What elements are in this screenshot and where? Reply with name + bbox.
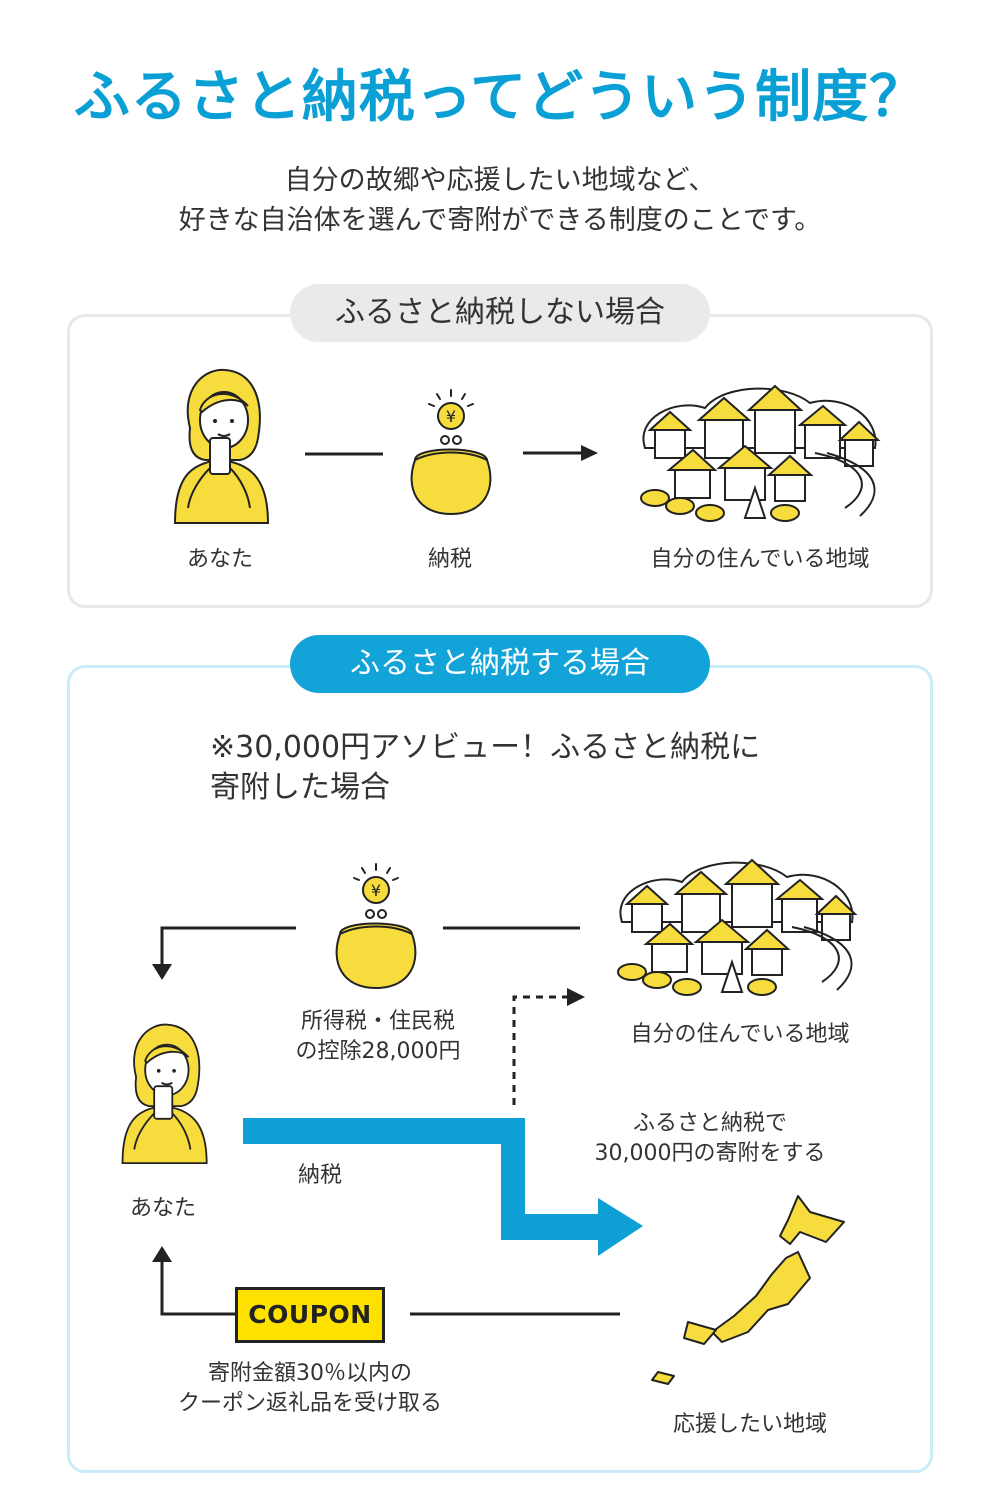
purse-icon: ¥	[335, 863, 417, 990]
person-label: あなた	[186, 547, 253, 572]
region-label: 応援したい地域	[672, 1412, 827, 1437]
arrow-right	[523, 445, 598, 461]
lead-line-2: 好きな自治体を選んで寄附ができる制度のことです。	[178, 205, 822, 236]
dashed-arrow	[512, 988, 585, 1105]
note-line-2: 寄附した場合	[210, 770, 390, 805]
svg-text:¥: ¥	[371, 881, 381, 900]
connector-line	[305, 452, 383, 456]
town-icon	[640, 384, 881, 522]
tax-arrow	[243, 1118, 643, 1256]
purse-icon: ¥	[410, 389, 492, 516]
coupon-icon: COUPON	[235, 1287, 385, 1343]
person-label: あなた	[129, 1196, 196, 1221]
return-arrow	[152, 1246, 236, 1316]
donation-label-1: ふるさと納税で	[632, 1111, 787, 1136]
section-with-heading: ふるさと納税する場合	[290, 635, 710, 693]
page-title: ふるさと納税ってどういう制度？	[73, 65, 927, 130]
section-without-heading: ふるさと納税しない場合	[290, 284, 710, 342]
deduction-label-2: の控除28,000円	[295, 1039, 461, 1064]
deduction-label-1: 所得税・住民税	[300, 1009, 455, 1034]
person-icon	[173, 368, 270, 524]
svg-text:¥: ¥	[446, 407, 456, 426]
japan-map-icon	[651, 1195, 845, 1385]
deduction-arrow	[152, 926, 296, 980]
purse-label: 納税	[427, 547, 472, 572]
note-line-1: ※30,000円アソビュー！ふるさと納税に	[210, 730, 761, 765]
connector-line	[443, 926, 580, 930]
donation-label-2: 30,000円の寄附をする	[594, 1141, 826, 1166]
town-label: 自分の住んでいる地域	[630, 1022, 850, 1047]
person-icon	[121, 1023, 208, 1165]
town-icon	[617, 858, 858, 996]
town-label: 自分の住んでいる地域	[650, 547, 870, 572]
tax-label: 納税	[297, 1163, 342, 1188]
return-label-2: クーポン返礼品を受け取る	[177, 1391, 442, 1416]
lead-line-1: 自分の故郷や応援したい地域など、	[284, 165, 716, 196]
connector-line	[410, 1312, 620, 1316]
return-label-1: 寄附金額30％以内の	[208, 1361, 412, 1386]
